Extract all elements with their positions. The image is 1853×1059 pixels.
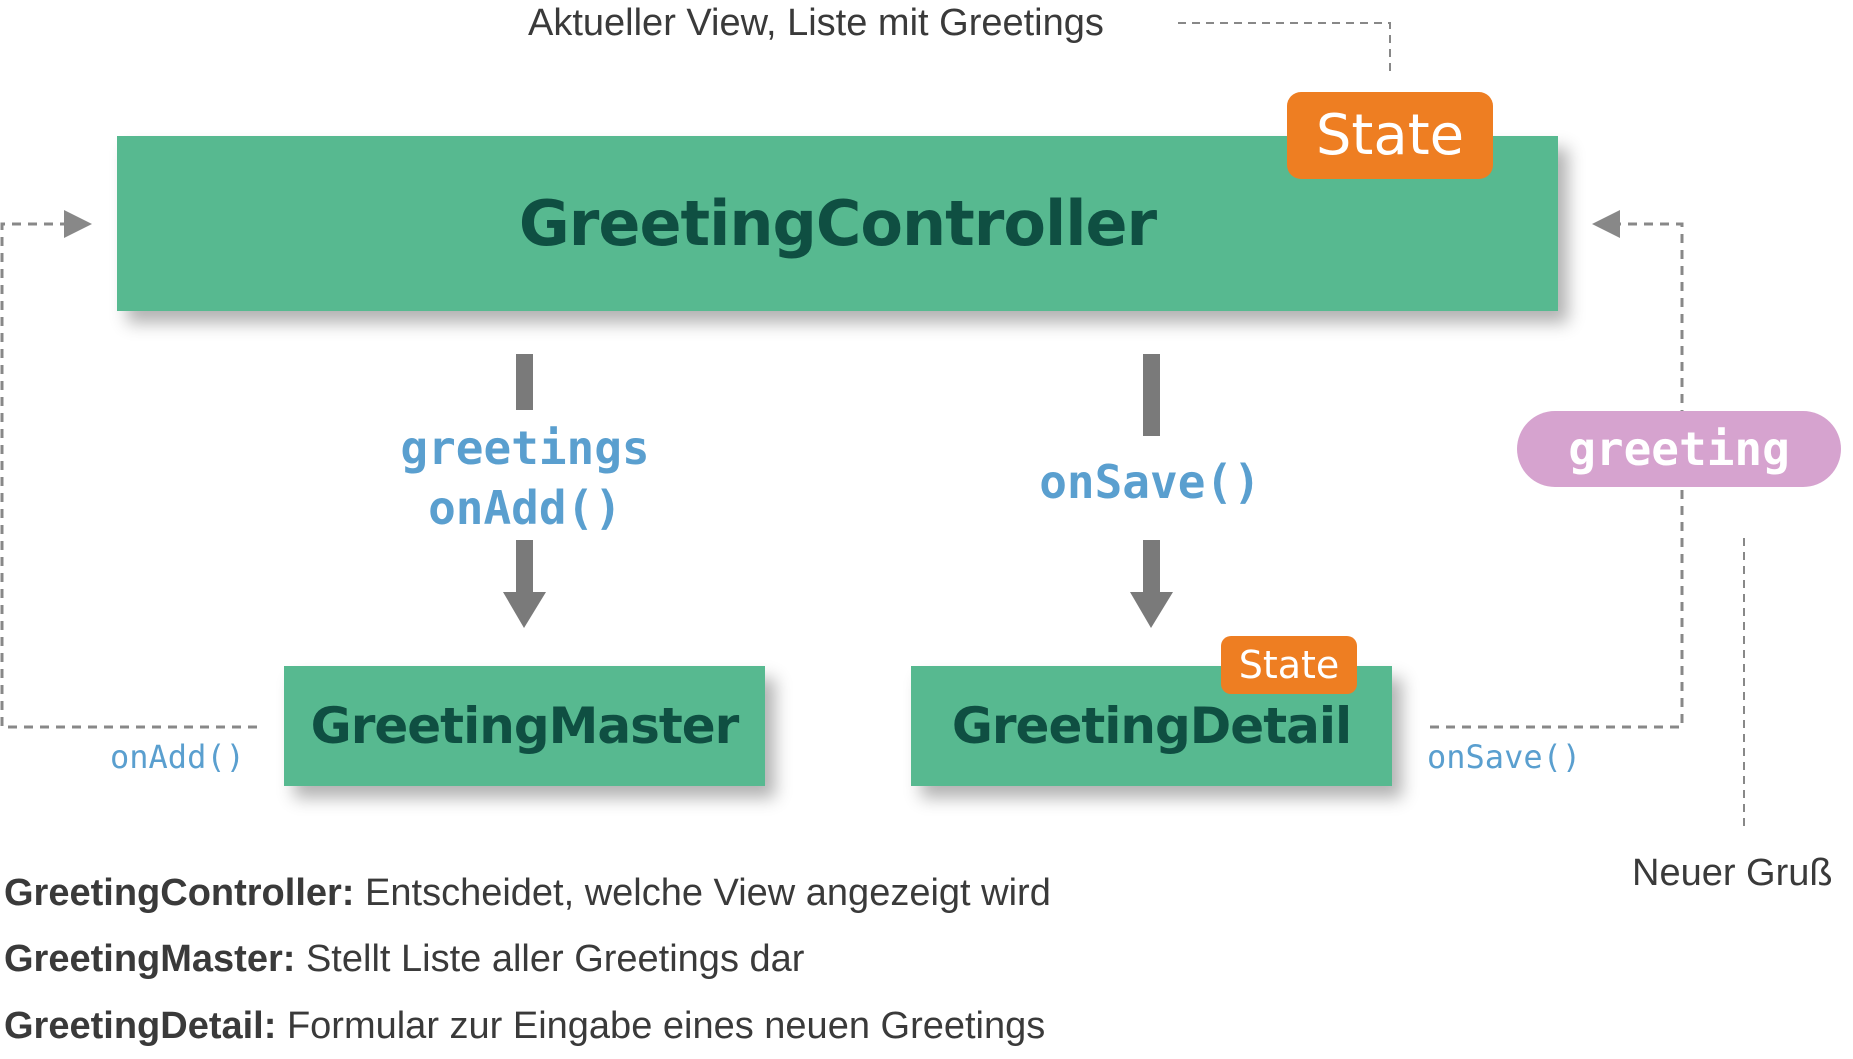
onadd-callback-arrowhead (64, 210, 92, 238)
legend-text: Entscheidet, welche View angezeigt wird (354, 872, 1051, 914)
greeting-master-box: GreetingMaster (284, 666, 765, 786)
master-props-label: greetings onAdd() (380, 418, 670, 538)
onadd-callback-label: onAdd() (110, 738, 245, 776)
props-arrow-top (516, 354, 533, 410)
greeting-master-label: GreetingMaster (310, 697, 740, 755)
greeting-param-pill: greeting (1517, 411, 1841, 487)
detail-props-arrowhead (1130, 592, 1173, 628)
onadd-prop: onAdd() (428, 481, 622, 535)
controller-state-badge: State (1287, 92, 1493, 179)
greetings-prop: greetings (400, 421, 650, 475)
greeting-detail-label: GreetingDetail (951, 697, 1352, 755)
detail-props-arrow-top (1143, 354, 1160, 436)
detail-state-badge: State (1221, 636, 1357, 694)
legend-controller: GreetingController: Entscheidet, welche … (4, 870, 1051, 916)
props-arrowhead (503, 592, 546, 628)
legend-term: GreetingDetail: (4, 1005, 277, 1047)
new-greeting-note: Neuer Gruß (1632, 852, 1833, 894)
onadd-callback-line (0, 222, 257, 729)
detail-props-arrow-bottom (1143, 540, 1160, 595)
onsave-callback-label: onSave() (1427, 738, 1582, 776)
current-view-note: Aktueller View, Liste mit Greetings (528, 2, 1104, 44)
state-note-leader (1178, 22, 1391, 72)
legend-text: Formular zur Eingabe eines neuen Greetin… (276, 1005, 1046, 1047)
legend-text: Stellt Liste aller Greetings dar (295, 938, 805, 980)
legend-term: GreetingController: (4, 872, 355, 914)
legend-detail: GreetingDetail: Formular zur Eingabe ein… (4, 1003, 1045, 1049)
onsave-callback-arrowhead (1592, 210, 1620, 238)
greeting-controller-label: GreetingController (518, 187, 1157, 260)
legend-term: GreetingMaster: (4, 938, 296, 980)
onsave-prop: onSave() (1039, 455, 1261, 509)
props-arrow-bottom (516, 540, 533, 595)
legend-master: GreetingMaster: Stellt Liste aller Greet… (4, 936, 804, 982)
